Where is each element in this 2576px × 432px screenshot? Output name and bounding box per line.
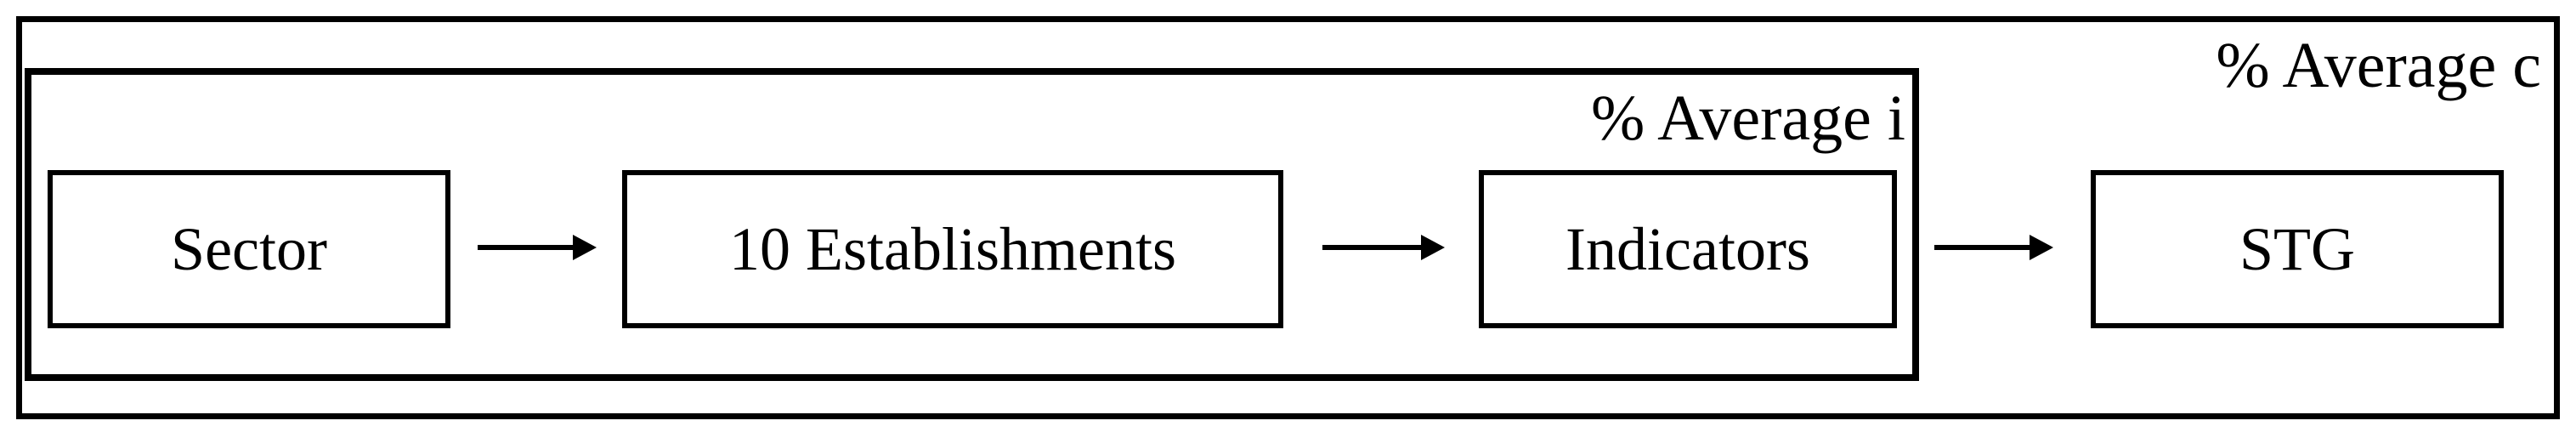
outer-group-label: % Average c xyxy=(2216,30,2541,101)
node-stg: STG xyxy=(2091,170,2504,328)
node-stg-label: STG xyxy=(2239,214,2356,283)
arrow-head-icon xyxy=(1421,235,1445,260)
arrow-head-icon xyxy=(573,235,597,260)
arrow-head-icon xyxy=(2030,235,2053,260)
node-establishments-label: 10 Establishments xyxy=(729,214,1176,283)
arrow-shaft xyxy=(1322,245,1424,250)
node-establishments: 10 Establishments xyxy=(622,170,1283,328)
arrow-shaft xyxy=(1934,245,2033,250)
arrow-indicators-to-stg-icon xyxy=(1934,232,2053,263)
node-indicators: Indicators xyxy=(1479,170,1897,328)
node-sector-label: Sector xyxy=(171,214,327,283)
arrow-establishments-to-indicators-icon xyxy=(1322,232,1445,263)
inner-group-label: % Average i xyxy=(1591,82,1905,154)
arrow-sector-to-establishments-icon xyxy=(478,232,597,263)
node-indicators-label: Indicators xyxy=(1565,214,1810,283)
node-sector: Sector xyxy=(48,170,450,328)
arrow-shaft xyxy=(478,245,576,250)
